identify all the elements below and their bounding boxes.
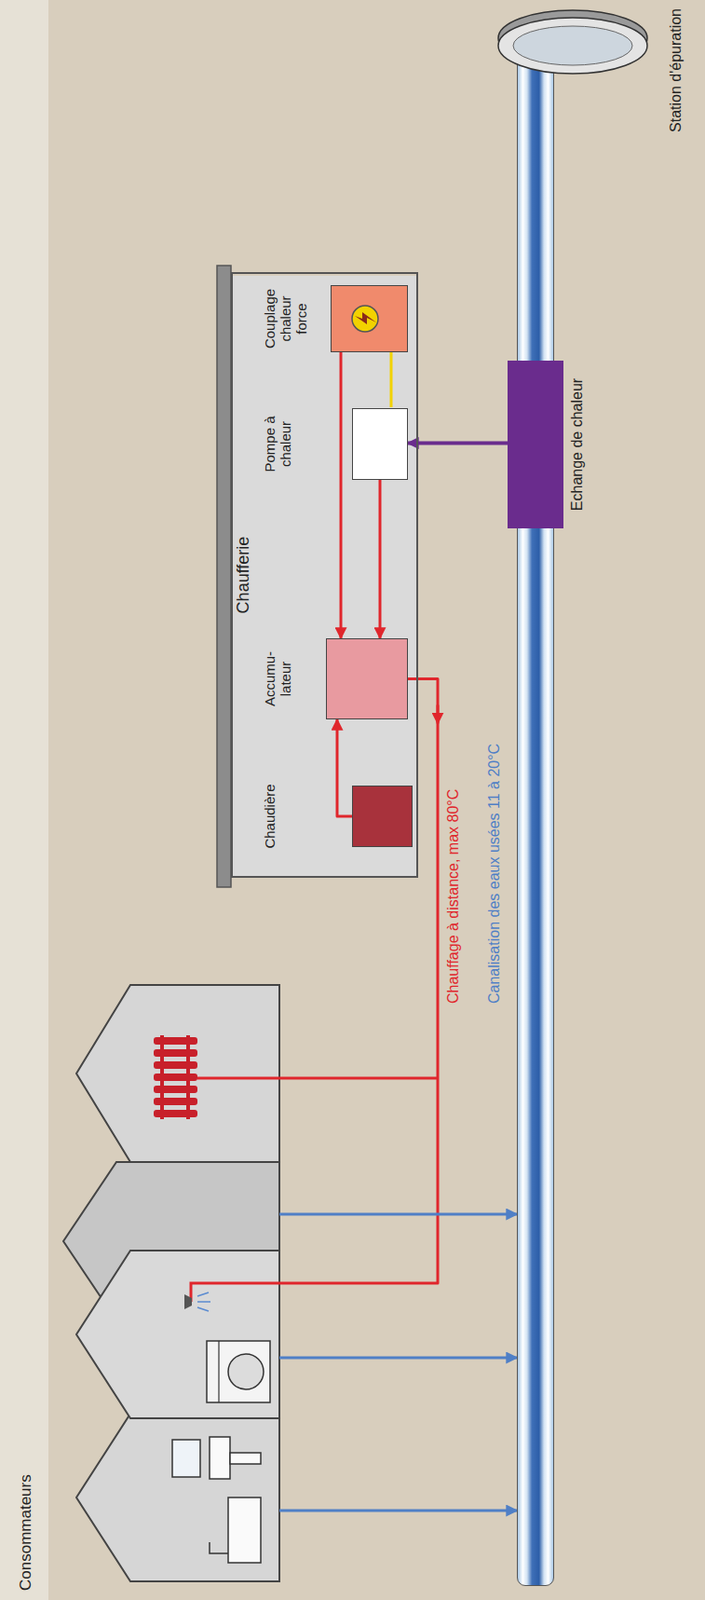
boiler-room-fill <box>230 275 419 878</box>
connector-line <box>337 718 353 816</box>
shower-head <box>184 1293 192 1309</box>
basin-water <box>513 26 633 66</box>
connector <box>391 352 393 407</box>
generator-symbol <box>352 305 379 332</box>
heat-exchanger: Echange de chaleur <box>507 360 586 529</box>
connector-line <box>407 441 508 446</box>
connector <box>407 442 508 444</box>
washing-machine <box>206 1340 271 1402</box>
connector <box>379 478 381 638</box>
connector-line <box>279 1508 517 1512</box>
machine-door <box>228 1353 264 1389</box>
water-drops <box>197 1291 211 1311</box>
sewer-pipe-tube <box>516 62 555 1586</box>
connector <box>279 678 438 1284</box>
connector-line <box>379 478 382 638</box>
heat-pump: Pompe à chaleur <box>262 406 408 483</box>
connector <box>337 718 353 816</box>
storage-tank-box <box>325 637 408 719</box>
connector-line <box>279 678 438 1284</box>
consumer-group: Consommateurs <box>16 967 280 1590</box>
node-label: Accumu- lateur <box>262 642 295 716</box>
heat-exchanger-band <box>507 360 564 529</box>
heat-pump-box <box>352 407 408 480</box>
boiler-unit: Chaudière <box>262 773 413 858</box>
radiator-bar <box>160 1034 164 1119</box>
basin-outline <box>493 4 685 165</box>
sewer-pipe: Canalisation des eaux usées 11 à 20°C <box>486 62 555 1586</box>
connector-line <box>279 1212 517 1216</box>
node-label: Echange de chaleur <box>569 378 586 511</box>
boiler-room: ChaufferieChaudière Accumu- lateur Pompe à… <box>230 271 419 878</box>
storage-tank: Accumu- lateur <box>262 637 408 719</box>
node-label: Station d'épuration <box>667 4 685 133</box>
tap <box>209 1541 229 1553</box>
connector <box>340 352 342 638</box>
connector-line <box>436 705 440 724</box>
node-label: Chaudière <box>262 783 279 848</box>
hot-water-pipe <box>190 1282 280 1302</box>
basin-top <box>498 17 648 74</box>
mirror <box>172 1438 201 1477</box>
radiator-pipe <box>197 1076 280 1080</box>
node-label: Canalisation des eaux usées 11 à 20°C <box>486 62 503 1004</box>
house <box>76 984 280 1162</box>
washbasin-stand <box>230 1451 261 1464</box>
heading-text: Consommateurs <box>16 967 36 1590</box>
connector <box>279 1213 517 1510</box>
washbasin <box>209 1436 231 1478</box>
edge-label: Chauffage à distance, max 80°C <box>445 788 462 1004</box>
lightning-bolt <box>354 311 377 325</box>
house <box>76 1249 280 1418</box>
bathtub <box>228 1496 261 1562</box>
machine-panel <box>217 1340 219 1402</box>
radiator <box>153 1034 198 1119</box>
connector-line <box>339 352 343 638</box>
heading-text: Chaufferie <box>232 273 254 876</box>
node-label: Couplage chaleur force <box>262 281 310 356</box>
connector-line <box>390 352 394 407</box>
node-label: Pompe à chaleur <box>262 406 295 483</box>
connector-line <box>279 1076 438 1080</box>
chp-unit: Couplage chaleur force <box>262 281 408 356</box>
boiler-room-roof <box>216 265 231 887</box>
boiler-unit-box <box>352 785 413 847</box>
house <box>76 1412 280 1581</box>
connector-line <box>279 1355 517 1359</box>
radiator-bar <box>186 1034 190 1119</box>
chp-unit-box <box>330 284 408 353</box>
sky-strip <box>0 0 49 1600</box>
treatment-plant: Station d'épuration <box>493 4 685 165</box>
